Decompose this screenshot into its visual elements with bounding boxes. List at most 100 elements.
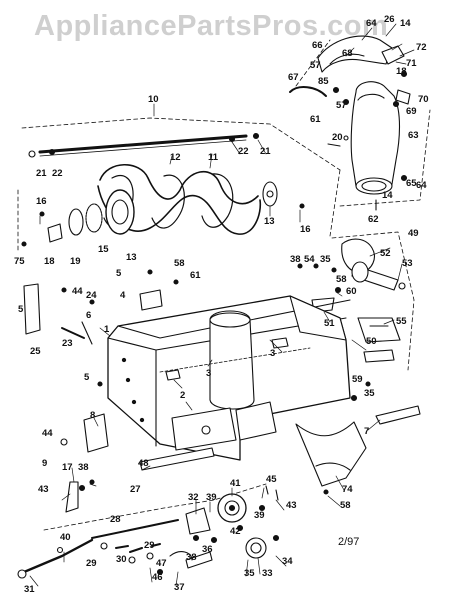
part-number-1: 1 <box>104 324 110 335</box>
part-number-65: 65 <box>406 178 417 189</box>
part-number-15: 15 <box>98 244 109 255</box>
part-number-61: 61 <box>190 270 201 281</box>
part-number-44: 44 <box>72 286 83 297</box>
part-number-29: 29 <box>144 540 155 551</box>
part-number-67: 67 <box>288 72 299 83</box>
part-number-37: 37 <box>174 582 185 593</box>
auger-assembly <box>17 117 341 251</box>
part-number-29: 29 <box>86 558 97 569</box>
part-number-45: 45 <box>266 474 277 485</box>
part-number-21: 21 <box>36 168 47 179</box>
part-number-5: 5 <box>84 372 90 383</box>
part-number-68: 68 <box>342 48 353 59</box>
part-number-7: 7 <box>364 426 369 437</box>
part-number-58: 58 <box>340 500 351 511</box>
part-number-16: 16 <box>300 224 311 235</box>
part-number-32: 32 <box>188 492 199 503</box>
part-number-38: 38 <box>186 552 197 563</box>
leader-lines <box>29 23 415 587</box>
chute-assembly <box>289 35 431 211</box>
linkage-assembly <box>17 483 280 579</box>
part-number-72: 72 <box>416 42 427 53</box>
part-number-20: 20 <box>332 132 343 143</box>
part-number-4: 4 <box>120 290 126 301</box>
part-number-44: 44 <box>42 428 53 439</box>
part-number-14: 14 <box>400 18 411 29</box>
part-number-48: 48 <box>138 458 149 469</box>
part-number-3: 3 <box>206 368 211 379</box>
part-number-64: 64 <box>366 18 377 29</box>
part-number-35: 35 <box>320 254 331 265</box>
part-number-11: 11 <box>208 152 219 163</box>
part-number-74: 74 <box>342 484 353 495</box>
part-number-34: 34 <box>282 556 293 567</box>
part-number-17: 17 <box>62 462 73 473</box>
part-number-43: 43 <box>286 500 297 511</box>
part-number-54: 54 <box>304 254 315 265</box>
part-number-9: 9 <box>42 458 47 469</box>
part-number-18: 18 <box>44 256 55 267</box>
part-number-19: 19 <box>70 256 81 267</box>
part-number-75: 75 <box>14 256 25 267</box>
part-number-58: 58 <box>336 274 347 285</box>
part-number-14: 14 <box>382 190 393 201</box>
part-number-71: 71 <box>406 58 417 69</box>
part-number-63: 63 <box>408 130 419 141</box>
part-number-57: 57 <box>310 60 321 71</box>
part-number-60: 60 <box>346 286 357 297</box>
part-number-70: 70 <box>418 94 429 105</box>
part-number-31: 31 <box>24 584 35 595</box>
part-number-5: 5 <box>116 268 122 279</box>
part-number-10: 10 <box>148 94 159 105</box>
part-number-6: 6 <box>86 310 91 321</box>
auger-housing <box>23 269 421 513</box>
part-number-13: 13 <box>126 252 137 263</box>
part-number-22: 22 <box>238 146 249 157</box>
part-number-59: 59 <box>352 374 363 385</box>
part-number-64: 64 <box>416 180 427 191</box>
part-number-46: 46 <box>152 572 163 583</box>
part-number-16: 16 <box>36 196 47 207</box>
part-number-13: 13 <box>264 216 275 227</box>
part-number-26: 26 <box>384 14 395 25</box>
part-number-2: 2 <box>180 390 185 401</box>
part-number-25: 25 <box>30 346 41 357</box>
part-number-35: 35 <box>244 568 255 579</box>
part-number-58: 58 <box>174 258 185 269</box>
part-number-21: 21 <box>260 146 271 157</box>
part-number-23: 23 <box>62 338 73 349</box>
part-number-30: 30 <box>116 554 127 565</box>
part-number-22: 22 <box>52 168 63 179</box>
part-number-66: 66 <box>312 40 323 51</box>
part-number-55: 55 <box>396 316 407 327</box>
part-number-61: 61 <box>310 114 321 125</box>
date-code: 2/97 <box>338 536 360 548</box>
part-number-24: 24 <box>86 290 97 301</box>
part-number-49: 49 <box>408 228 419 239</box>
part-number-41: 41 <box>230 478 241 489</box>
part-number-38: 38 <box>78 462 89 473</box>
part-number-38: 38 <box>290 254 301 265</box>
part-number-8: 8 <box>90 410 95 421</box>
part-number-57: 57 <box>336 100 347 111</box>
part-number-51: 51 <box>324 318 335 329</box>
part-number-39: 39 <box>254 510 265 521</box>
part-number-69: 69 <box>406 106 417 117</box>
part-number-52: 52 <box>380 248 391 259</box>
part-number-53: 53 <box>402 258 413 269</box>
watermark: AppliancePartsPros.com <box>34 10 389 42</box>
part-number-3: 3 <box>270 348 275 359</box>
part-number-85: 85 <box>318 76 329 87</box>
part-number-33: 33 <box>262 568 273 579</box>
part-number-47: 47 <box>156 558 167 569</box>
part-number-12: 12 <box>170 152 181 163</box>
part-number-39: 39 <box>206 492 217 503</box>
part-number-36: 36 <box>202 544 213 555</box>
part-number-62: 62 <box>368 214 379 225</box>
part-number-40: 40 <box>60 532 71 543</box>
part-number-27: 27 <box>130 484 141 495</box>
part-number-35: 35 <box>364 388 375 399</box>
